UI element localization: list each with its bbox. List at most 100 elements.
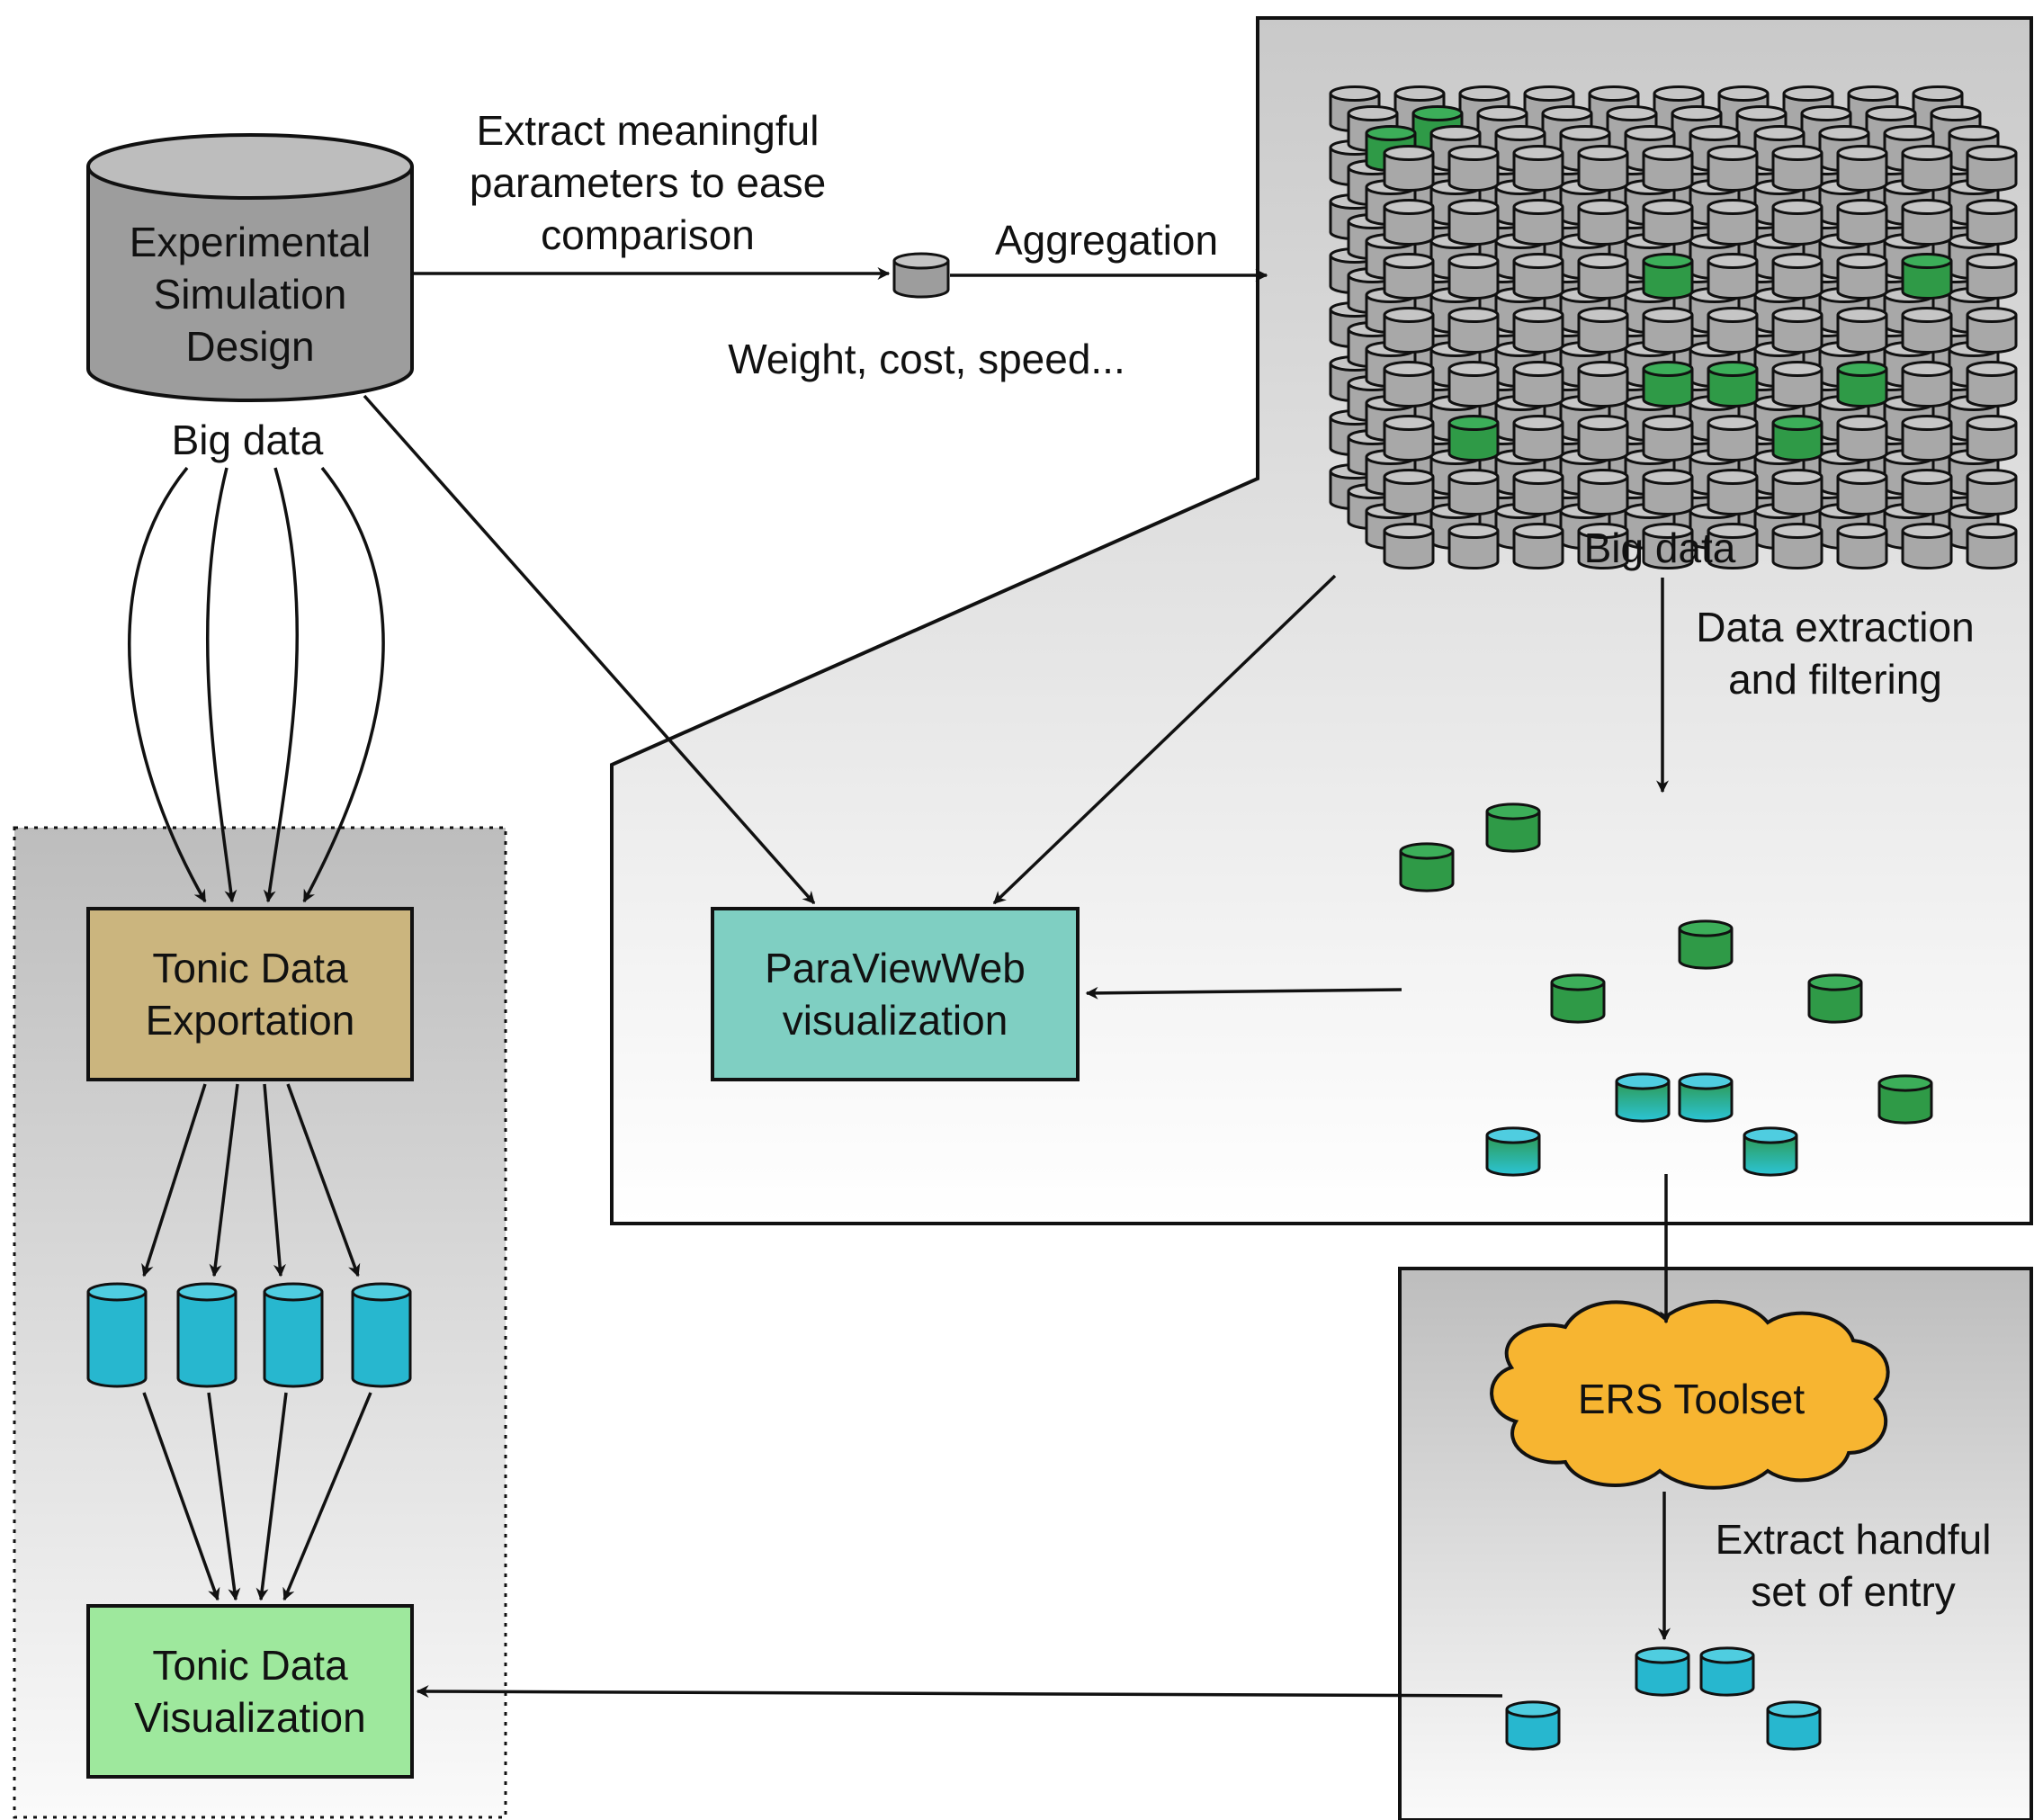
cube-cylinder (1771, 252, 1823, 300)
cube-cylinder-selected (1642, 360, 1694, 408)
cube-cylinder (1771, 360, 1823, 408)
tonic-export-box (86, 907, 414, 1081)
ers-toolset-label: ERS Toolset (1577, 1376, 1806, 1422)
cube-cylinder (1447, 144, 1500, 193)
source-db-line-2: Simulation (153, 271, 347, 318)
extracted-cylinder-cyan (1743, 1126, 1798, 1177)
cube-cylinder (1642, 414, 1694, 462)
cube-cylinder (1707, 414, 1759, 462)
cube-cylinder (1836, 198, 1888, 247)
cube-cylinder (1901, 522, 1953, 570)
extracted-cylinder-cyan (1678, 1072, 1734, 1123)
tonic-cylinder (176, 1282, 237, 1388)
parameters-label: Weight, cost, speed... (728, 336, 1125, 382)
extracted-cylinder-green (1877, 1074, 1933, 1125)
cube-cylinder (1707, 198, 1759, 247)
source-database-cylinder (86, 133, 414, 402)
cube-cylinder-selected (1901, 252, 1953, 300)
extracted-cylinder-cyan (1615, 1072, 1671, 1123)
cube-cylinder (1836, 144, 1888, 193)
cube-cylinder (1707, 468, 1759, 516)
ers-entry-cylinders (1505, 1646, 1822, 1751)
cube-cylinder (1966, 522, 2018, 570)
cube-cylinder (1707, 306, 1759, 354)
tonic-export-line-2: Exportation (145, 997, 355, 1044)
cube-cylinder-selected (1707, 360, 1759, 408)
cube-cylinder (1966, 198, 2018, 247)
extracted-cylinder-cyan (1485, 1126, 1541, 1177)
aggregation-label: Aggregation (994, 217, 1219, 264)
tonic-vis-label: Tonic Data Visualization (88, 1606, 412, 1777)
arrows (128, 267, 1672, 1699)
cube-cylinder (1771, 522, 1823, 570)
cube-cylinder (1577, 414, 1629, 462)
cube-cylinder (1771, 306, 1823, 354)
cube-cylinder (1447, 522, 1500, 570)
cube-cylinder (1512, 306, 1564, 354)
source-database-label: Experimental Simulation Design (88, 200, 412, 389)
cube-cylinder (1512, 414, 1564, 462)
cube-cylinder (1642, 468, 1694, 516)
cube-cylinder (1707, 252, 1759, 300)
cube-cylinder (1512, 252, 1564, 300)
cube-cylinder-selected (1771, 414, 1823, 462)
tonic-export-cylinders (86, 1282, 412, 1388)
cube-cylinder (1642, 198, 1694, 247)
cube-cylinder (1836, 252, 1888, 300)
cube-cylinder (1577, 144, 1629, 193)
cube-cylinder-selected (1447, 414, 1500, 462)
tonic-vis-line-2: Visualization (134, 1694, 366, 1741)
cube-cylinder (1901, 198, 1953, 247)
cube-cylinder (1512, 522, 1564, 570)
extract-handful-line-2: set of entry (1751, 1568, 1956, 1615)
cube-cylinder (1577, 306, 1629, 354)
source-db-line-3: Design (185, 323, 315, 370)
cube-cylinder (1966, 360, 2018, 408)
cube-cylinder (1901, 306, 1953, 354)
tonic-export-line-1: Tonic Data (152, 945, 348, 991)
extracted-cylinder-green (1399, 842, 1455, 892)
data-extraction-label: Data extraction and filtering (1673, 601, 1997, 705)
ers-toolset-cloud (1490, 1299, 1890, 1490)
cube-cylinder-selected (1836, 360, 1888, 408)
paraviewweb-line-2: visualization (782, 997, 1008, 1044)
paraviewweb-box (711, 907, 1080, 1081)
cube-cylinder (1901, 144, 1953, 193)
data-extraction-line-2: and filtering (1728, 656, 1942, 703)
extract-parameters-label: Extract meaningful parameters to ease co… (423, 104, 873, 261)
cube-cylinder (1577, 360, 1629, 408)
data-extraction-line-1: Data extraction (1696, 604, 1975, 650)
tonic-vis-box (86, 1604, 414, 1779)
ers-cylinder (1766, 1700, 1822, 1751)
cube-cylinder (1836, 414, 1888, 462)
extract-parameters-line-3: comparison (541, 211, 755, 258)
extract-handful-label: Extract handful set of entry (1682, 1513, 2024, 1618)
cube-cylinder (1771, 144, 1823, 193)
cube-cylinder (1447, 306, 1500, 354)
cube-cylinder (1966, 468, 2018, 516)
extracted-cylinder-green (1550, 973, 1606, 1024)
cube-cylinder (1447, 198, 1500, 247)
cube-cylinder-selected (1642, 252, 1694, 300)
cube-cylinder (1966, 306, 2018, 354)
extract-parameters-line-1: Extract meaningful (476, 107, 820, 154)
cube-cylinder (1836, 306, 1888, 354)
cube-cylinder (1642, 144, 1694, 193)
extracted-cylinders (1399, 802, 1933, 1177)
cube-cylinder (1966, 252, 2018, 300)
cube-cylinder (1901, 414, 1953, 462)
cube-cylinder (1577, 252, 1629, 300)
extracted-cylinder-green (1485, 802, 1541, 853)
cube-cylinder (1383, 252, 1435, 300)
cube-cylinder (1383, 198, 1435, 247)
cube-cylinder (1836, 468, 1888, 516)
cube-cylinder (1447, 252, 1500, 300)
tonic-export-label: Tonic Data Exportation (88, 909, 412, 1080)
ers-cylinder (1699, 1646, 1755, 1697)
cube-cylinder (1383, 306, 1435, 354)
tonic-cylinder (86, 1282, 148, 1388)
cube-cylinder (1771, 468, 1823, 516)
cube-cylinder (1383, 468, 1435, 516)
cube-caption: Big data (1583, 524, 1736, 571)
